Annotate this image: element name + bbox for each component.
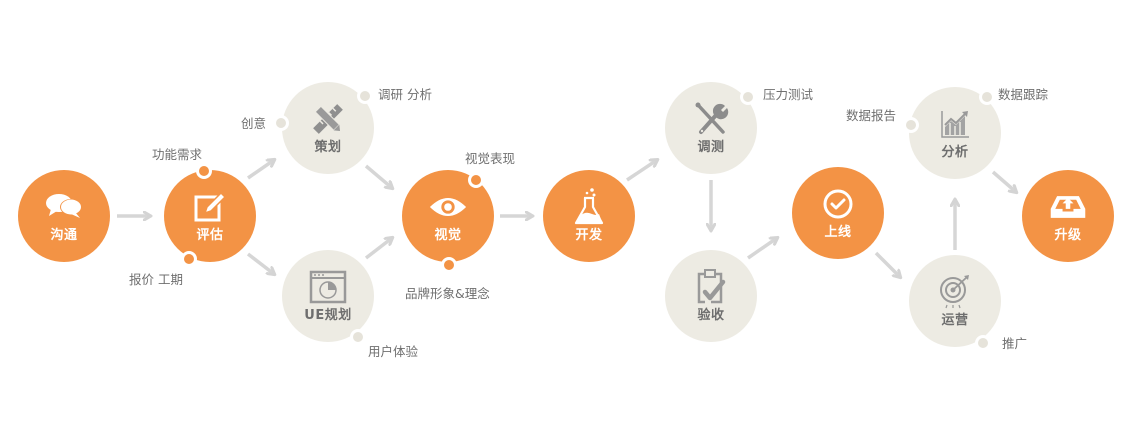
note-shuju-baogao: 数据报告 bbox=[846, 108, 897, 123]
note-yali-ceshi: 压力测试 bbox=[763, 87, 814, 102]
arrow-ueguihua-shijue bbox=[364, 238, 392, 260]
node-pinggu[interactable]: 评估 bbox=[164, 170, 256, 262]
node-shangxian[interactable]: 上线 bbox=[792, 167, 884, 259]
connector-dot bbox=[740, 89, 756, 105]
check-circle-icon bbox=[818, 186, 858, 222]
edit-pencil-icon bbox=[190, 189, 230, 225]
note-baojia-gongqi: 报价 工期 bbox=[129, 272, 183, 287]
node-label: 分析 bbox=[941, 144, 969, 160]
node-label: 开发 bbox=[575, 227, 603, 243]
note-shijue-biaoxian: 视觉表现 bbox=[465, 151, 516, 166]
connector-dot bbox=[181, 251, 197, 267]
node-label: 沟通 bbox=[50, 227, 78, 243]
upload-tray-icon bbox=[1048, 189, 1088, 225]
note-tuiguang: 推广 bbox=[1002, 336, 1028, 351]
node-kaifa[interactable]: 开发 bbox=[543, 170, 635, 262]
pencil-ruler-icon bbox=[308, 101, 348, 137]
connector-dot bbox=[273, 115, 289, 131]
note-yonghu-tiyan: 用户体验 bbox=[368, 344, 419, 359]
node-label: 调测 bbox=[697, 139, 725, 155]
node-label: 升级 bbox=[1054, 227, 1082, 243]
node-yanshou[interactable]: 验收 bbox=[665, 250, 757, 342]
connector-dot bbox=[975, 335, 991, 351]
arrow-shangxian-yunying bbox=[874, 251, 900, 277]
arrow-kaifa-tiaoce bbox=[626, 160, 657, 182]
note-shuju-genzong: 数据跟踪 bbox=[998, 87, 1049, 102]
note-pinpai-xingxiang: 品牌形象&理念 bbox=[405, 286, 490, 301]
connector-dot bbox=[441, 257, 457, 273]
connector-dot bbox=[196, 163, 212, 179]
connector-dot bbox=[350, 329, 366, 345]
clipboard-check-icon bbox=[691, 268, 731, 305]
eye-icon bbox=[428, 189, 468, 225]
target-icon bbox=[935, 274, 975, 310]
node-label: UE规划 bbox=[304, 307, 352, 323]
arrow-cehua-shijue bbox=[364, 164, 392, 188]
node-shengji[interactable]: 升级 bbox=[1022, 170, 1114, 262]
arrow-pinggu-ueguihua bbox=[246, 252, 274, 274]
connector-dot bbox=[468, 172, 484, 188]
connector-dot bbox=[357, 88, 373, 104]
node-ueguihua[interactable]: UE规划 bbox=[282, 250, 374, 342]
node-label: 策划 bbox=[314, 139, 342, 155]
arrow-fenxi-shengji bbox=[991, 170, 1016, 192]
connector-dot bbox=[903, 117, 919, 133]
growth-chart-icon bbox=[935, 106, 975, 142]
arrow-pinggu-cehua bbox=[247, 160, 274, 180]
note-chuangyi: 创意 bbox=[241, 116, 267, 131]
browser-pie-chart-icon bbox=[308, 269, 348, 305]
node-label: 上线 bbox=[824, 224, 852, 240]
wrench-screwdriver-icon bbox=[691, 101, 731, 137]
connector-dot bbox=[979, 89, 995, 105]
node-label: 评估 bbox=[196, 227, 224, 243]
chat-bubbles-icon bbox=[44, 189, 84, 225]
node-yunying[interactable]: 运营 bbox=[909, 255, 1001, 347]
flask-icon bbox=[569, 187, 609, 225]
note-gongneng-xuqiu: 功能需求 bbox=[152, 147, 203, 162]
note-diaoyan-fenxi: 调研 分析 bbox=[378, 87, 432, 102]
node-label: 验收 bbox=[697, 307, 725, 323]
arrow-yanshou-shangxian bbox=[747, 238, 777, 260]
node-label: 运营 bbox=[941, 312, 969, 328]
node-goutong[interactable]: 沟通 bbox=[18, 170, 110, 262]
node-label: 视觉 bbox=[434, 227, 462, 243]
